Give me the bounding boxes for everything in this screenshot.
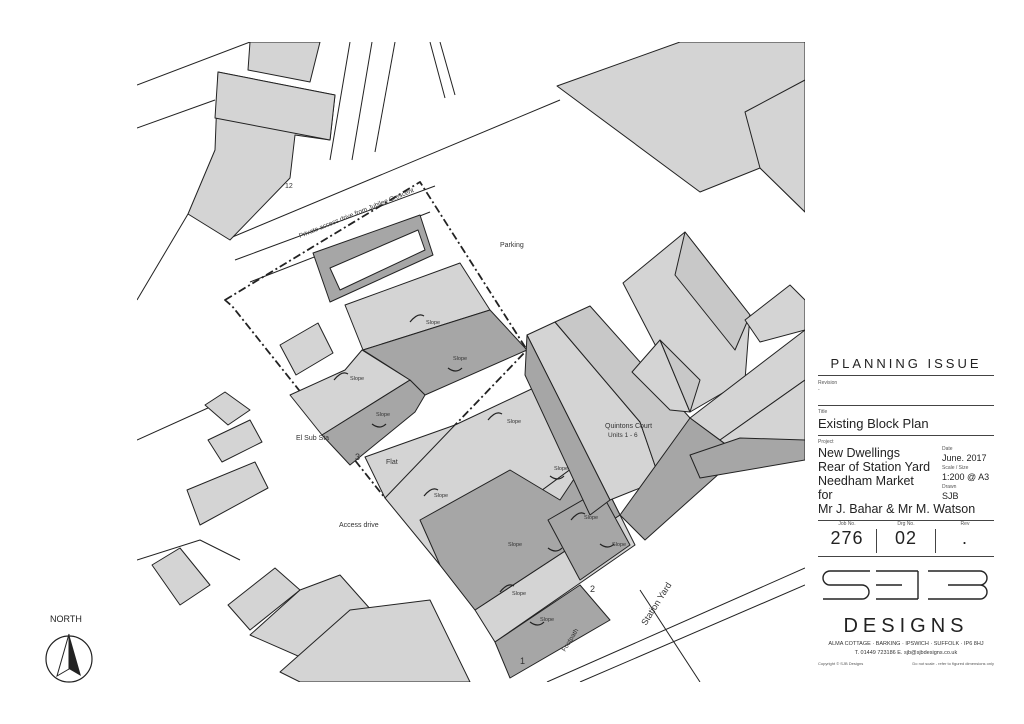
slope-label: Slope: [426, 320, 440, 326]
drawn-value: SJB: [942, 491, 959, 501]
label-plot-12: 12: [285, 183, 293, 190]
left-buildings: [151, 391, 471, 682]
top-right-buildings: [556, 42, 805, 213]
label-units: Units 1 - 6: [608, 432, 638, 439]
project-line: Needham Market: [818, 474, 914, 488]
label-plot-2: 2: [590, 584, 595, 594]
company-contact: T. 01449 723186 E. sjb@sjbdesigns.co.uk: [854, 650, 958, 656]
slope-label: Slope: [554, 466, 568, 472]
label-access-drive: Access drive: [339, 522, 379, 529]
project-line: for: [818, 488, 833, 502]
site-dark-roofs: [321, 309, 528, 466]
scale-label: Scale / Size: [942, 465, 969, 471]
revision-value: -: [818, 387, 820, 393]
slope-label: Slope: [507, 419, 521, 425]
revision-label: Revision: [818, 380, 838, 386]
copyright-text: Copyright © SJB Designs: [818, 661, 864, 666]
slope-label: Slope: [376, 412, 390, 418]
terrace-right: [689, 284, 805, 456]
label-plot-1: 1: [520, 656, 525, 666]
company-name: DESIGNS: [843, 615, 969, 637]
job-value: 276: [830, 528, 864, 548]
station-yard-edges: [546, 567, 805, 682]
neighbour-boundaries: [137, 42, 456, 561]
date-value: June. 2017: [942, 453, 987, 463]
slope-label: Slope: [350, 376, 364, 382]
title-block: PLANNING ISSUE Revision - Title Existing…: [818, 352, 994, 702]
label-plot-3: 3: [355, 452, 360, 462]
drg-label: Drg No.: [897, 521, 915, 527]
project-label: Project: [818, 439, 834, 445]
north-label: NORTH: [50, 614, 82, 624]
project-line: Rear of Station Yard: [818, 460, 931, 474]
drawn-label: Drawn: [942, 484, 957, 490]
terrace-right-dark: [619, 417, 805, 541]
label-el-sub-sta: El Sub Sta: [296, 435, 329, 442]
scale-note: Do not scale - refer to figured dimensio…: [912, 661, 994, 666]
slope-symbols: [333, 314, 615, 626]
planning-issue-heading: PLANNING ISSUE: [818, 352, 994, 376]
roof-hips: [622, 231, 751, 413]
project-line: Mr J. Bahar & Mr M. Watson: [818, 502, 976, 516]
label-quintons-court: Quintons Court: [605, 423, 652, 430]
project-line: New Dwellings: [818, 446, 900, 460]
drawing-numbers: Job No. 276 Drg No. 02 Rev .: [818, 521, 994, 553]
quintons-court: [524, 305, 691, 516]
slope-label: Slope: [453, 356, 467, 362]
scale-value: 1:200 @ A3: [942, 472, 990, 482]
company-address: ALMA COTTAGE · BARKING · IPSWICH · SUFFO…: [828, 641, 984, 647]
label-flat: Flat: [386, 459, 398, 466]
slope-label: Slope: [434, 493, 448, 499]
development-block-dark: [419, 454, 631, 679]
rev-label: Rev: [960, 521, 970, 527]
slope-label: Slope: [612, 542, 626, 548]
drg-value: 02: [894, 528, 918, 548]
slope-label: Slope: [512, 591, 526, 597]
slope-label: Slope: [540, 617, 554, 623]
rev-value: .: [961, 528, 968, 548]
date-label: Date: [942, 446, 953, 452]
label-parking: Parking: [500, 242, 524, 249]
project-lines: New Dwellings Rear of Station Yard Needh…: [818, 446, 942, 502]
sjb-logo: [822, 570, 988, 600]
title-value: Existing Block Plan: [818, 416, 929, 431]
title-label: Title: [818, 409, 828, 415]
north-arrow-icon: [45, 633, 93, 683]
job-label: Job No.: [838, 521, 856, 527]
house-12: [187, 42, 336, 241]
label-station-yard: Station Yard: [639, 580, 673, 627]
slope-label: Slope: [508, 542, 522, 548]
slope-label: Slope: [584, 515, 598, 521]
